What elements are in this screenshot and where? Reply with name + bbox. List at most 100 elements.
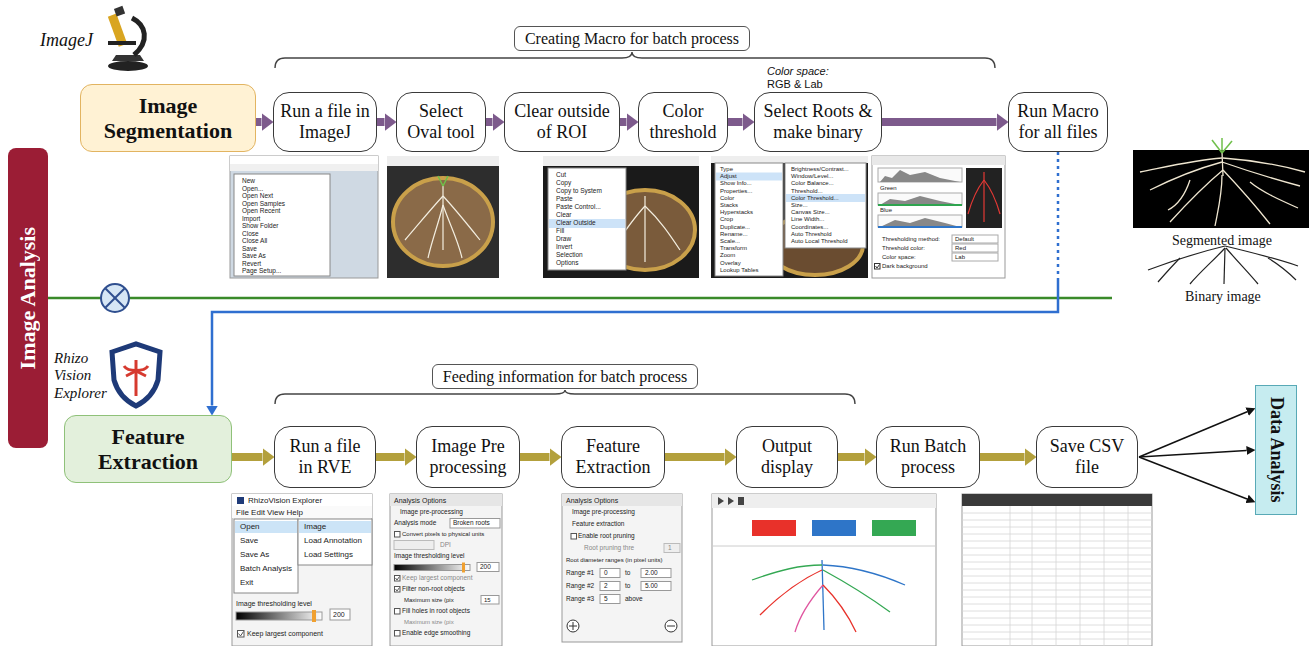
screenshot xyxy=(562,494,682,506)
screenshot-text: Crop xyxy=(720,216,733,222)
caption-label: Rhizo Vision Explorer xyxy=(54,350,112,402)
flow-arrow xyxy=(838,453,865,461)
segmented-image xyxy=(1140,158,1222,172)
screenshot-text: Duplicate... xyxy=(720,224,750,230)
screenshot-text: Convert pixels to physical units xyxy=(402,531,484,537)
screenshot xyxy=(567,620,579,632)
screenshot xyxy=(962,520,1152,521)
screenshot-text: 5 xyxy=(604,596,608,603)
screenshot xyxy=(718,497,744,505)
screenshot xyxy=(711,156,868,278)
screenshot xyxy=(235,521,297,533)
screenshot xyxy=(878,204,962,206)
segmented-image xyxy=(1168,180,1190,210)
screenshot xyxy=(962,555,1152,556)
screenshot-text: Red xyxy=(955,245,966,251)
binary-image xyxy=(1148,246,1225,270)
screenshot-text: Maximum size (pix xyxy=(404,619,454,625)
screenshot-text: Exit xyxy=(240,579,253,587)
screenshot xyxy=(812,520,856,536)
flow-arrow xyxy=(520,453,550,461)
screenshot xyxy=(390,494,502,506)
screenshot-text: Image xyxy=(304,523,326,531)
screenshot-text: Color Balance... xyxy=(791,180,834,186)
screenshot xyxy=(232,494,372,506)
screenshot xyxy=(443,205,462,258)
screenshot-text: Keep largest component xyxy=(402,575,472,582)
screenshot-text: Enable edge smoothing xyxy=(402,630,470,637)
screenshot-text: 5.00 xyxy=(645,583,658,590)
caption-label: Segmented image xyxy=(1172,233,1272,249)
screenshot-text: Open Recent xyxy=(242,208,280,215)
screenshot xyxy=(872,520,916,536)
screenshot-text: RhizoVision Explorer xyxy=(248,497,322,505)
screenshot xyxy=(237,497,244,504)
screenshot-text: 1 xyxy=(668,545,672,552)
screenshot-text: Page Setup... xyxy=(242,268,281,275)
screenshot-text: Blue xyxy=(880,207,892,213)
screenshot-text: 2.00 xyxy=(645,570,658,577)
screenshot xyxy=(962,513,1152,514)
process-box: Select Roots & make binary xyxy=(754,92,882,152)
screenshot-text: Dark background xyxy=(882,263,928,269)
screenshot xyxy=(667,626,675,627)
screenshot-text: Analysis Options xyxy=(394,497,446,504)
microscope-icon xyxy=(114,6,125,17)
caption-label: RGB & Lab xyxy=(767,78,823,91)
node-text: Color threshold xyxy=(645,101,721,142)
screenshot-text: Maximum size (pix xyxy=(404,597,454,603)
screenshot xyxy=(549,219,625,228)
screenshot xyxy=(543,156,699,278)
segmented-image xyxy=(1222,152,1223,176)
screenshot xyxy=(239,632,244,637)
screenshot xyxy=(962,618,1152,619)
screenshot xyxy=(230,156,378,278)
process-box: Color threshold xyxy=(638,92,728,152)
screenshot xyxy=(711,156,868,278)
node-text: Image Analysis xyxy=(15,227,41,369)
screenshot xyxy=(880,218,960,227)
flow-arrow xyxy=(232,453,263,461)
screenshot xyxy=(405,196,443,240)
screenshot xyxy=(878,215,962,227)
node-text: Select Oval tool xyxy=(403,101,479,142)
binary-image xyxy=(1158,258,1180,282)
divider-line xyxy=(48,297,1112,300)
segmented-image xyxy=(1215,175,1222,226)
screenshot-text: Import xyxy=(242,216,260,223)
screenshot xyxy=(393,178,493,266)
screenshot xyxy=(562,494,682,642)
segmented-image xyxy=(1223,158,1305,172)
screenshot-text: Load Annotation xyxy=(304,537,362,545)
screenshot xyxy=(390,494,502,646)
screenshot xyxy=(752,565,822,580)
screenshot xyxy=(232,506,372,518)
screenshot xyxy=(395,609,401,615)
screenshot xyxy=(872,156,1005,165)
combine-symbol xyxy=(106,289,125,308)
screenshot-text: Fill xyxy=(556,228,564,235)
screenshot xyxy=(715,163,783,276)
screenshot xyxy=(312,610,316,622)
process-box: Run a file in ImageJ xyxy=(273,92,377,152)
screenshot-text: Root pruning thre xyxy=(584,545,634,552)
screenshot-text: Properties... xyxy=(720,188,752,194)
screenshot xyxy=(395,532,401,637)
node-text: Run a file in ImageJ xyxy=(280,101,370,142)
screenshot xyxy=(712,494,936,646)
rve-logo xyxy=(112,344,160,406)
combine-symbol xyxy=(101,284,129,312)
screenshot xyxy=(872,156,1005,278)
screenshot-text: Broken roots xyxy=(453,520,490,527)
screenshot-text: Default xyxy=(955,236,974,242)
screenshot-text: Line Width... xyxy=(791,216,824,222)
screenshot-text: Adjust xyxy=(720,173,737,179)
screenshot xyxy=(387,156,499,278)
flow-arrow xyxy=(486,118,493,126)
node-text: Clear outside of ROI xyxy=(511,101,613,142)
screenshot-text: Batch Analysis xyxy=(240,565,292,573)
screenshot xyxy=(962,569,1152,570)
flow-arrow xyxy=(665,453,725,461)
screenshot-text: Window/Level... xyxy=(791,173,833,179)
